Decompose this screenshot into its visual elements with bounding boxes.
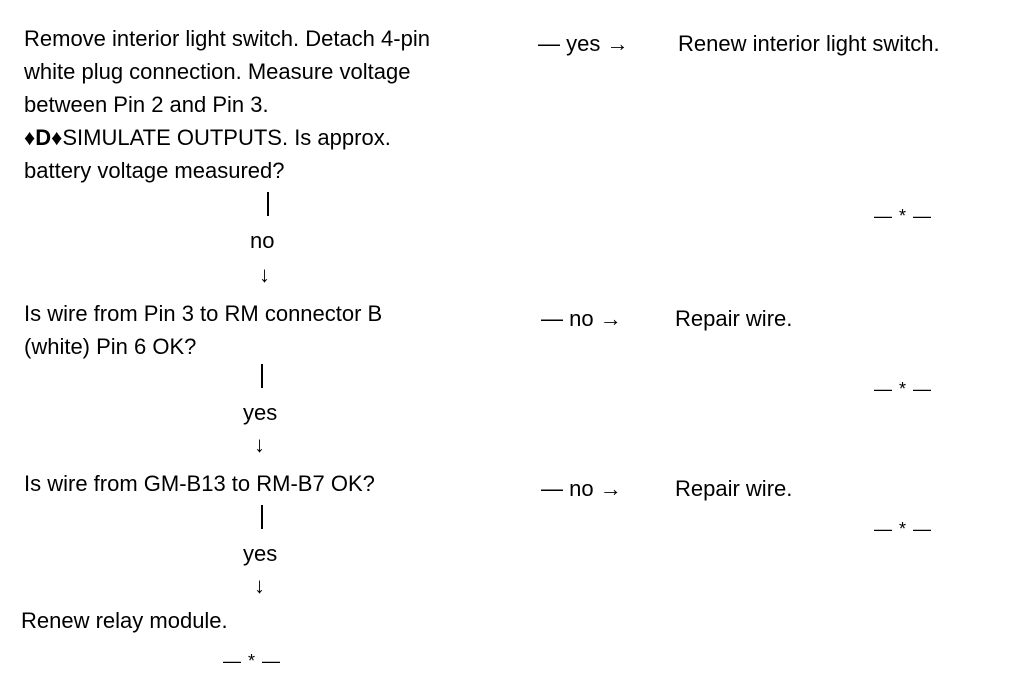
step-3-end-mark: — * — [874,519,933,539]
step-2-branch-label: — no → [541,306,622,331]
flow-label-2: yes [243,400,278,425]
step-2-end-mark: — * — [874,379,933,399]
step-2-question: Is wire from Pin 3 to RM connector B (wh… [24,297,524,363]
step-1-branch-label: — yes → [538,31,629,56]
flow-label-3: yes [243,541,278,566]
arrow-down-icon: ↓ [254,432,265,457]
flow-label-1: no [250,228,275,253]
step-1-question: Remove interior light switch. Detach 4-p… [24,22,524,187]
step-1-end-mark: — * — [874,206,933,226]
step-1-line-2: white plug connection. Measure voltage [24,59,411,84]
step-1-line-3: between Pin 2 and Pin 3. [24,92,269,117]
step-1-simulate-text: SIMULATE OUTPUTS. Is approx. [62,125,391,150]
arrow-down-icon: ↓ [259,262,270,287]
step-1-line-4: ♦D♦SIMULATE OUTPUTS. Is approx. [24,121,524,154]
arrow-down-icon: ↓ [254,573,265,598]
step-2-line-1: Is wire from Pin 3 to RM connector B [24,301,383,326]
step-1-line-1: Remove interior light switch. Detach 4-p… [24,26,430,51]
step-2-branch-result: Repair wire. [675,306,793,331]
step-3-line-1: Is wire from GM-B13 to RM-B7 OK? [24,471,375,496]
step-1-line-5: battery voltage measured? [24,158,285,183]
flow-line-1 [267,192,269,216]
diamond-icon: ♦ [24,125,36,150]
step-2-line-2: (white) Pin 6 OK? [24,334,197,359]
final-step: Renew relay module. [21,608,228,633]
final-end-mark: — * — [223,651,282,671]
simulate-code: D [35,125,52,150]
step-3-branch-label: — no → [541,476,622,501]
flow-line-3 [261,505,263,529]
step-3-question: Is wire from GM-B13 to RM-B7 OK? [24,467,524,500]
flow-line-2 [261,364,263,388]
step-1-branch-result: Renew interior light switch. [678,31,940,56]
step-3-branch-result: Repair wire. [675,476,793,501]
diamond-icon: ♦ [51,125,63,150]
